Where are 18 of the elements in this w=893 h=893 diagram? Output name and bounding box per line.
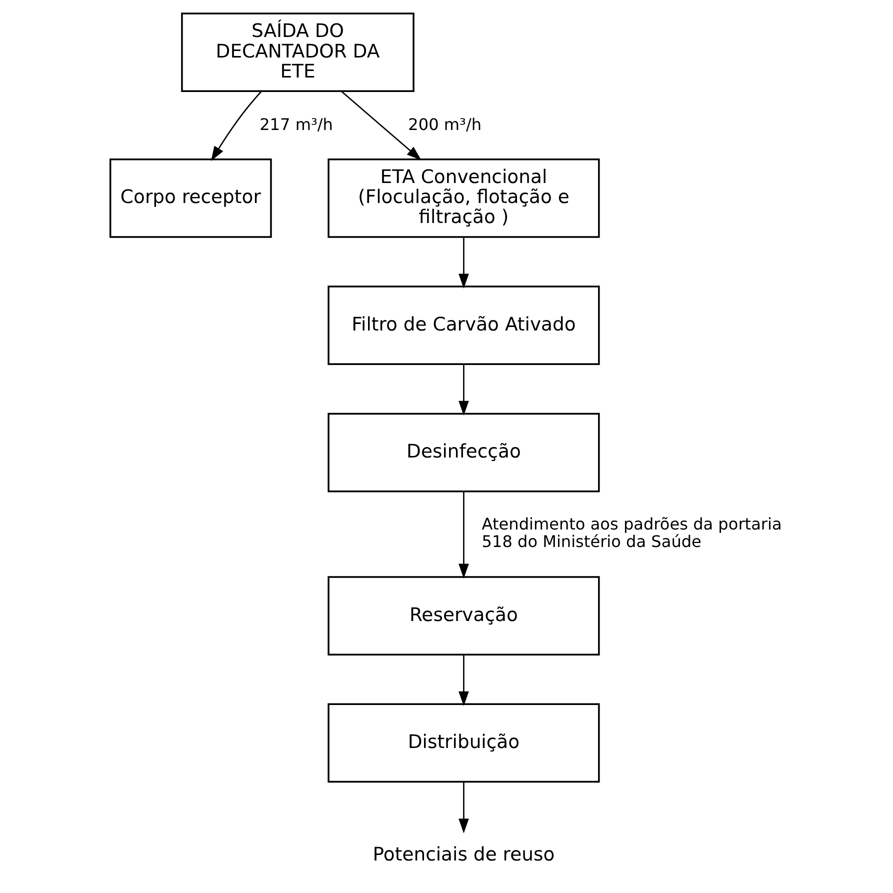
- arrow: [458, 237, 468, 288]
- arrow: [458, 654, 468, 706]
- arrow: [340, 90, 421, 160]
- edge-label: 200 m³/h: [408, 115, 482, 134]
- edge-label: 217 m³/h: [259, 115, 332, 134]
- node-text: Potenciais de reuso: [372, 844, 554, 866]
- node-box: ETA Convencional (Floculação, flotação e filtração ): [327, 158, 600, 238]
- arrow: [210, 90, 262, 162]
- edge-label: Atendimento aos padrões da portaria 518 do Ministério da Saúde: [481, 514, 782, 552]
- node-box: SAÍDA DO DECANTADOR DA ETE: [180, 12, 414, 92]
- arrow: [458, 782, 468, 834]
- arrow: [458, 364, 468, 416]
- node-box: Corpo receptor: [108, 158, 272, 238]
- node-box: Reservação: [327, 576, 600, 656]
- node-box: Distribuição: [327, 703, 600, 783]
- node-box: Filtro de Carvão Ativado: [327, 286, 600, 366]
- node-box: Desinfecção: [327, 412, 600, 492]
- arrow: [458, 492, 468, 579]
